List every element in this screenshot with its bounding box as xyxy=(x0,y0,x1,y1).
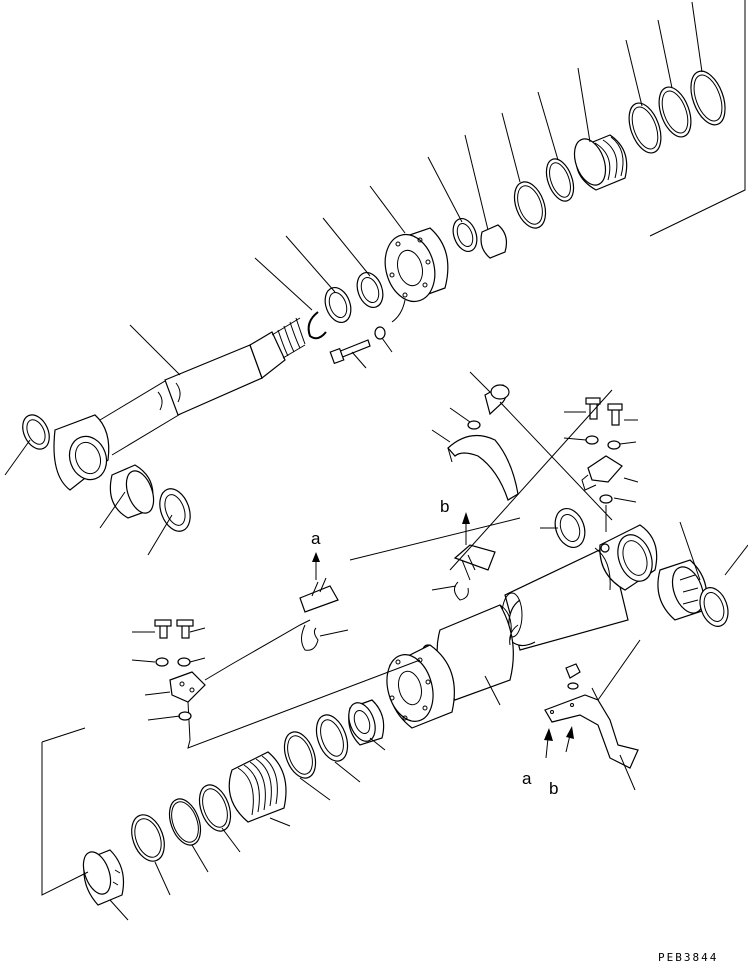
cylinder-head xyxy=(384,227,449,323)
top-leader-lines xyxy=(4,0,746,556)
arrow-b-top xyxy=(462,512,470,545)
head-bolt xyxy=(329,326,386,365)
callout-b-top: b xyxy=(440,497,449,516)
callout-b-bottom: b xyxy=(549,779,558,798)
drawing-code: PEB3844 xyxy=(658,951,718,964)
cylinder-tube xyxy=(422,524,658,701)
arrow-a-bottom xyxy=(544,728,553,759)
right-clamp-assembly xyxy=(447,384,623,601)
tube-bushing-right xyxy=(657,559,729,627)
rod-end-seal-left xyxy=(22,414,50,450)
rod-seal-stack xyxy=(307,271,384,340)
head-seal-stack xyxy=(452,158,575,259)
tube-seal-ring xyxy=(554,508,586,548)
right-bottom-bracket xyxy=(544,663,639,769)
bottom-seal-stack xyxy=(82,699,385,906)
callout-a-top: a xyxy=(311,529,321,548)
arrow-b-bottom xyxy=(565,726,574,753)
bottom-leader-lines xyxy=(41,371,748,921)
callout-a-bottom: a xyxy=(522,769,532,788)
piston xyxy=(573,70,726,191)
arrow-a-top xyxy=(312,552,320,580)
left-sensor-assembly xyxy=(154,577,421,749)
piston-rod-assembly xyxy=(53,317,306,491)
bottom-flange xyxy=(386,644,455,729)
rod-bushing xyxy=(109,464,191,532)
